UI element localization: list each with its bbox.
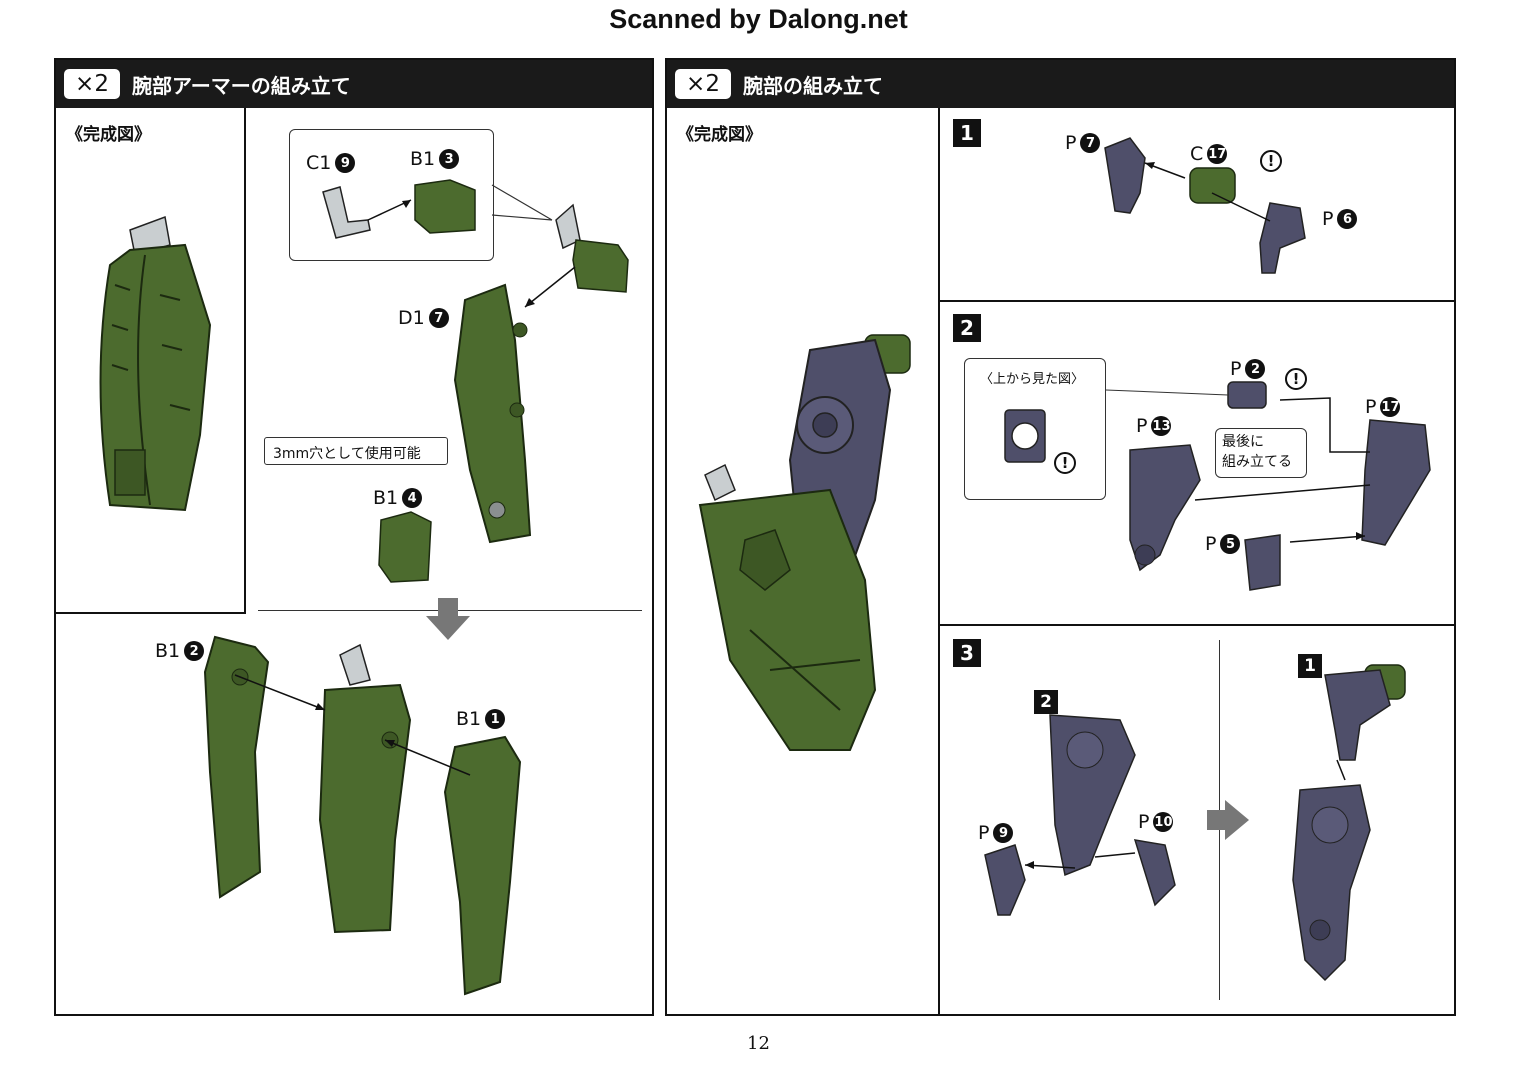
caution-icon: ! [1054, 452, 1076, 474]
runner-letter: B1 [410, 148, 436, 170]
arm-completed-illustration [698, 334, 911, 751]
part-number: 9 [993, 823, 1014, 843]
part-number: 17 [1380, 397, 1401, 417]
arrow-to-d1 [524, 266, 576, 308]
part-number: 1 [485, 709, 506, 729]
note-callout [264, 437, 448, 465]
step-divider-1 [938, 300, 1456, 302]
quantity-badge: ×2 [675, 69, 731, 99]
step3-assembled-illustration [1292, 664, 1406, 982]
runner-letter: P [1230, 358, 1242, 380]
part-d1-7-illustration [453, 283, 532, 544]
top-view-label: 〈上から見た図〉 [980, 372, 1085, 387]
step3-parts-illustration [984, 714, 1176, 916]
top-view-illustration [1004, 409, 1046, 463]
scan-credit: Scanned by Dalong.net [609, 4, 908, 34]
assemble-last-note: 最後に 組み立てる [1222, 434, 1292, 470]
part-number: 6 [1337, 209, 1358, 229]
part-number: 3 [439, 149, 460, 169]
part-number: 2 [1245, 359, 1266, 379]
panel-title: 腕部アーマーの組み立て [132, 74, 351, 98]
part-number: 10 [1153, 812, 1174, 832]
assembled-bracket-illustration [555, 203, 629, 293]
runner-letter: C1 [306, 152, 332, 174]
step-divider-2 [938, 624, 1456, 626]
next-step-arrow-icon [426, 598, 470, 640]
part-b1-1-illustration [443, 735, 522, 996]
part-number: 7 [428, 308, 449, 328]
part-b1-3-illustration [414, 179, 476, 234]
part-number: 17 [1207, 144, 1228, 164]
completed-view-box [56, 108, 246, 614]
step-3-badge: 3 [953, 639, 981, 667]
part-number: 4 [402, 488, 423, 508]
runner-letter: P [1136, 415, 1148, 437]
part-b1-4-illustration [378, 511, 432, 583]
caution-icon: ! [1260, 150, 1282, 172]
part-number: 7 [1080, 133, 1101, 153]
assemble-last-callout [1215, 428, 1307, 478]
page-number: 12 [747, 1033, 770, 1054]
step-1-badge: 1 [953, 119, 981, 147]
completed-view-label: 《完成図》 [66, 125, 151, 145]
part-number: 2 [184, 641, 205, 661]
step-ref-2-badge: 2 [1034, 690, 1058, 714]
hole-usage-note: 3mm穴として使用可能 [273, 446, 421, 462]
completed-view-divider [938, 108, 940, 1014]
completed-view-label: 《完成図》 [677, 125, 762, 145]
step-2-badge: 2 [953, 314, 981, 342]
arm-armor-completed-illustration [99, 215, 212, 512]
step-ref-1-badge: 1 [1298, 654, 1322, 678]
runner-letter: P [1205, 533, 1217, 555]
runner-letter: C [1190, 143, 1204, 165]
step1-parts-illustration [1104, 137, 1306, 274]
part-b1-2-illustration [203, 635, 270, 899]
next-step-arrow-icon [1207, 800, 1249, 840]
runner-letter: P [1322, 208, 1334, 230]
assembly-arrows [234, 674, 471, 776]
part-number: 13 [1151, 416, 1172, 436]
runner-letter: P [1065, 132, 1077, 154]
caution-icon: ! [1285, 368, 1307, 390]
callout-pointer [491, 184, 553, 221]
quantity-badge: ×2 [64, 69, 120, 99]
panel-header: ×2 腕部アーマーの組み立て [56, 60, 652, 108]
runner-letter: B1 [456, 708, 482, 730]
runner-letter: B1 [373, 487, 399, 509]
panel-header: ×2 腕部の組み立て [667, 60, 1454, 108]
callout-arrow [367, 199, 412, 221]
runner-letter: B1 [155, 640, 181, 662]
runner-letter: P [1365, 396, 1377, 418]
runner-letter: P [1138, 811, 1150, 833]
step2-parts-illustration [1105, 381, 1431, 591]
part-number: 5 [1220, 534, 1241, 554]
runner-letter: D1 [398, 307, 425, 329]
runner-letter: P [978, 822, 990, 844]
panel-title: 腕部の組み立て [743, 74, 883, 98]
part-number: 9 [335, 153, 356, 173]
part-b1-main-illustration [318, 643, 412, 934]
